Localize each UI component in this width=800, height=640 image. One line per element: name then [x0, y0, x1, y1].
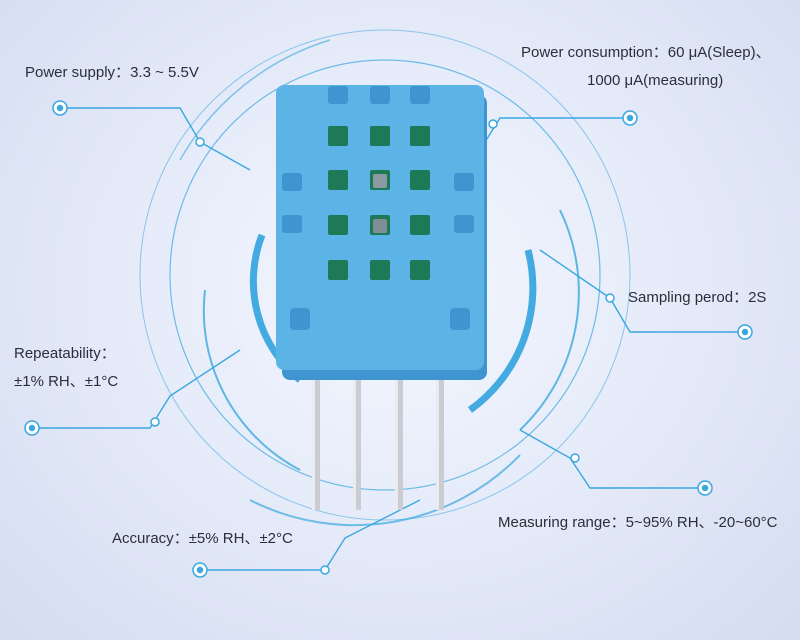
spec-value: 5~95% RH、-20~60°C — [625, 514, 778, 531]
spec-value: 60 μA(Sleep)、 — [667, 44, 771, 61]
spec-label: Measuring range — [498, 514, 611, 531]
middle-ring — [169, 59, 601, 491]
spec-sampling-period: Sampling perod：2S — [628, 289, 767, 306]
spec-power-consumption: Power consumption：60 μA(Sleep)、 1000 μA(… — [521, 42, 771, 92]
spec-accuracy: Accuracy：±5% RH、±2°C — [112, 530, 293, 547]
spec-power-supply: Power supply：3.3 ~ 5.5V — [25, 64, 199, 81]
leader-sampling-period — [539, 249, 745, 333]
spec-value: ±5% RH、±2°C — [188, 530, 293, 547]
leader-accuracy — [200, 499, 421, 571]
bottom-arc — [249, 454, 521, 527]
spec-value: 3.3 ~ 5.5V — [130, 64, 199, 81]
right-thick-arc — [467, 249, 537, 413]
spec-label: Power consumption — [521, 44, 653, 61]
spec-value: ±1% RH、±1°C — [14, 373, 119, 390]
spec-value-line2: 1000 μA(measuring) — [587, 72, 724, 89]
spec-label: Accuracy — [112, 530, 174, 547]
left-inner-arc — [202, 289, 301, 471]
outer-ring — [139, 29, 631, 521]
spec-measuring-range: Measuring range：5~95% RH、-20~60°C — [498, 514, 778, 531]
leader-power-supply — [60, 107, 251, 171]
top-left-arc — [179, 39, 331, 161]
spec-label: Repeatability — [14, 345, 101, 362]
right-inner-arc — [519, 209, 580, 431]
spec-label: Power supply — [25, 64, 116, 81]
leader-power-consumption — [479, 117, 630, 151]
leader-repeatability — [32, 349, 241, 429]
spec-repeatability: Repeatability： ±1% RH、±1°C — [14, 343, 118, 393]
sensor-pins — [312, 365, 444, 510]
leader-measuring-range — [519, 429, 705, 489]
dht11-sensor-icon — [276, 85, 487, 380]
spec-label: Sampling perod — [628, 289, 734, 306]
spec-value: 2S — [748, 289, 767, 306]
